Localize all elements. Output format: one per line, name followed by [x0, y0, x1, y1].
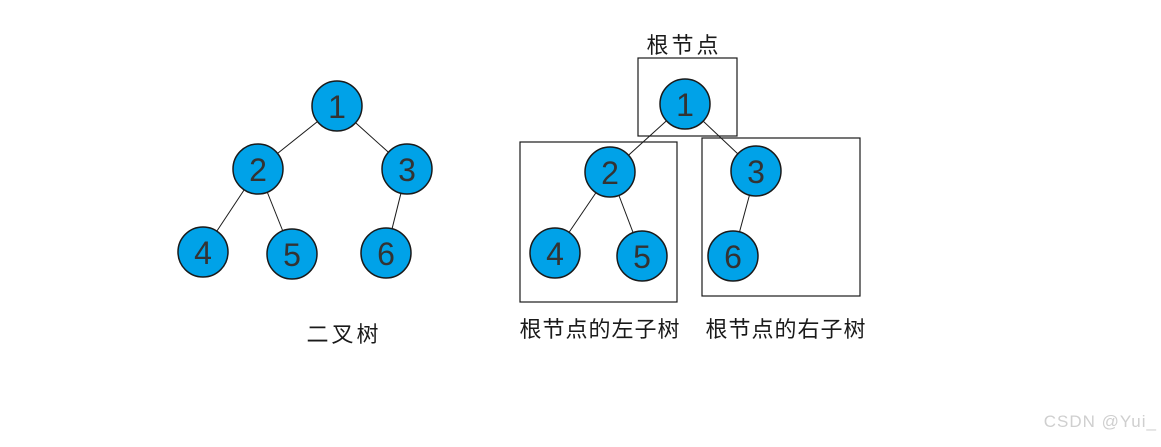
- tree-node: [529, 227, 581, 279]
- csdn-watermark: CSDN @Yui_: [1043, 412, 1157, 431]
- tree-node-value: 2: [249, 152, 267, 188]
- tree-node-value: 6: [377, 236, 395, 272]
- tree-node-value: 5: [283, 237, 301, 273]
- root-box: [637, 57, 738, 137]
- tree-node: [616, 230, 668, 282]
- tree-node-value: 6: [724, 239, 742, 275]
- tree-node: [659, 78, 711, 130]
- tree-node-value: 3: [398, 152, 416, 188]
- tree-node: [232, 143, 284, 195]
- tree-node: [360, 227, 412, 279]
- left-subtree-box: [519, 141, 678, 303]
- tree-node-value: 2: [601, 155, 619, 191]
- tree-node: [177, 226, 229, 278]
- tree-node-value: 1: [676, 87, 694, 123]
- tree-node-value: 4: [194, 235, 212, 271]
- tree-node: [584, 146, 636, 198]
- right-subtree-caption: 根节点的右子树: [705, 317, 867, 342]
- tree-node: [266, 228, 318, 280]
- tree-node-value: 3: [747, 154, 765, 190]
- tree-node-value: 5: [633, 239, 651, 275]
- tree-node: [311, 80, 363, 132]
- tree-node: [707, 230, 759, 282]
- tree-node-value: 1: [328, 89, 346, 125]
- tree-node: [381, 143, 433, 195]
- tree-node: [730, 145, 782, 197]
- right-subtree-box: [701, 137, 861, 297]
- left-tree-caption: 二叉树: [306, 322, 382, 347]
- tree-node-value: 4: [546, 236, 564, 272]
- root-node-label: 根节点: [646, 33, 722, 58]
- left-subtree-caption: 根节点的左子树: [519, 317, 681, 342]
